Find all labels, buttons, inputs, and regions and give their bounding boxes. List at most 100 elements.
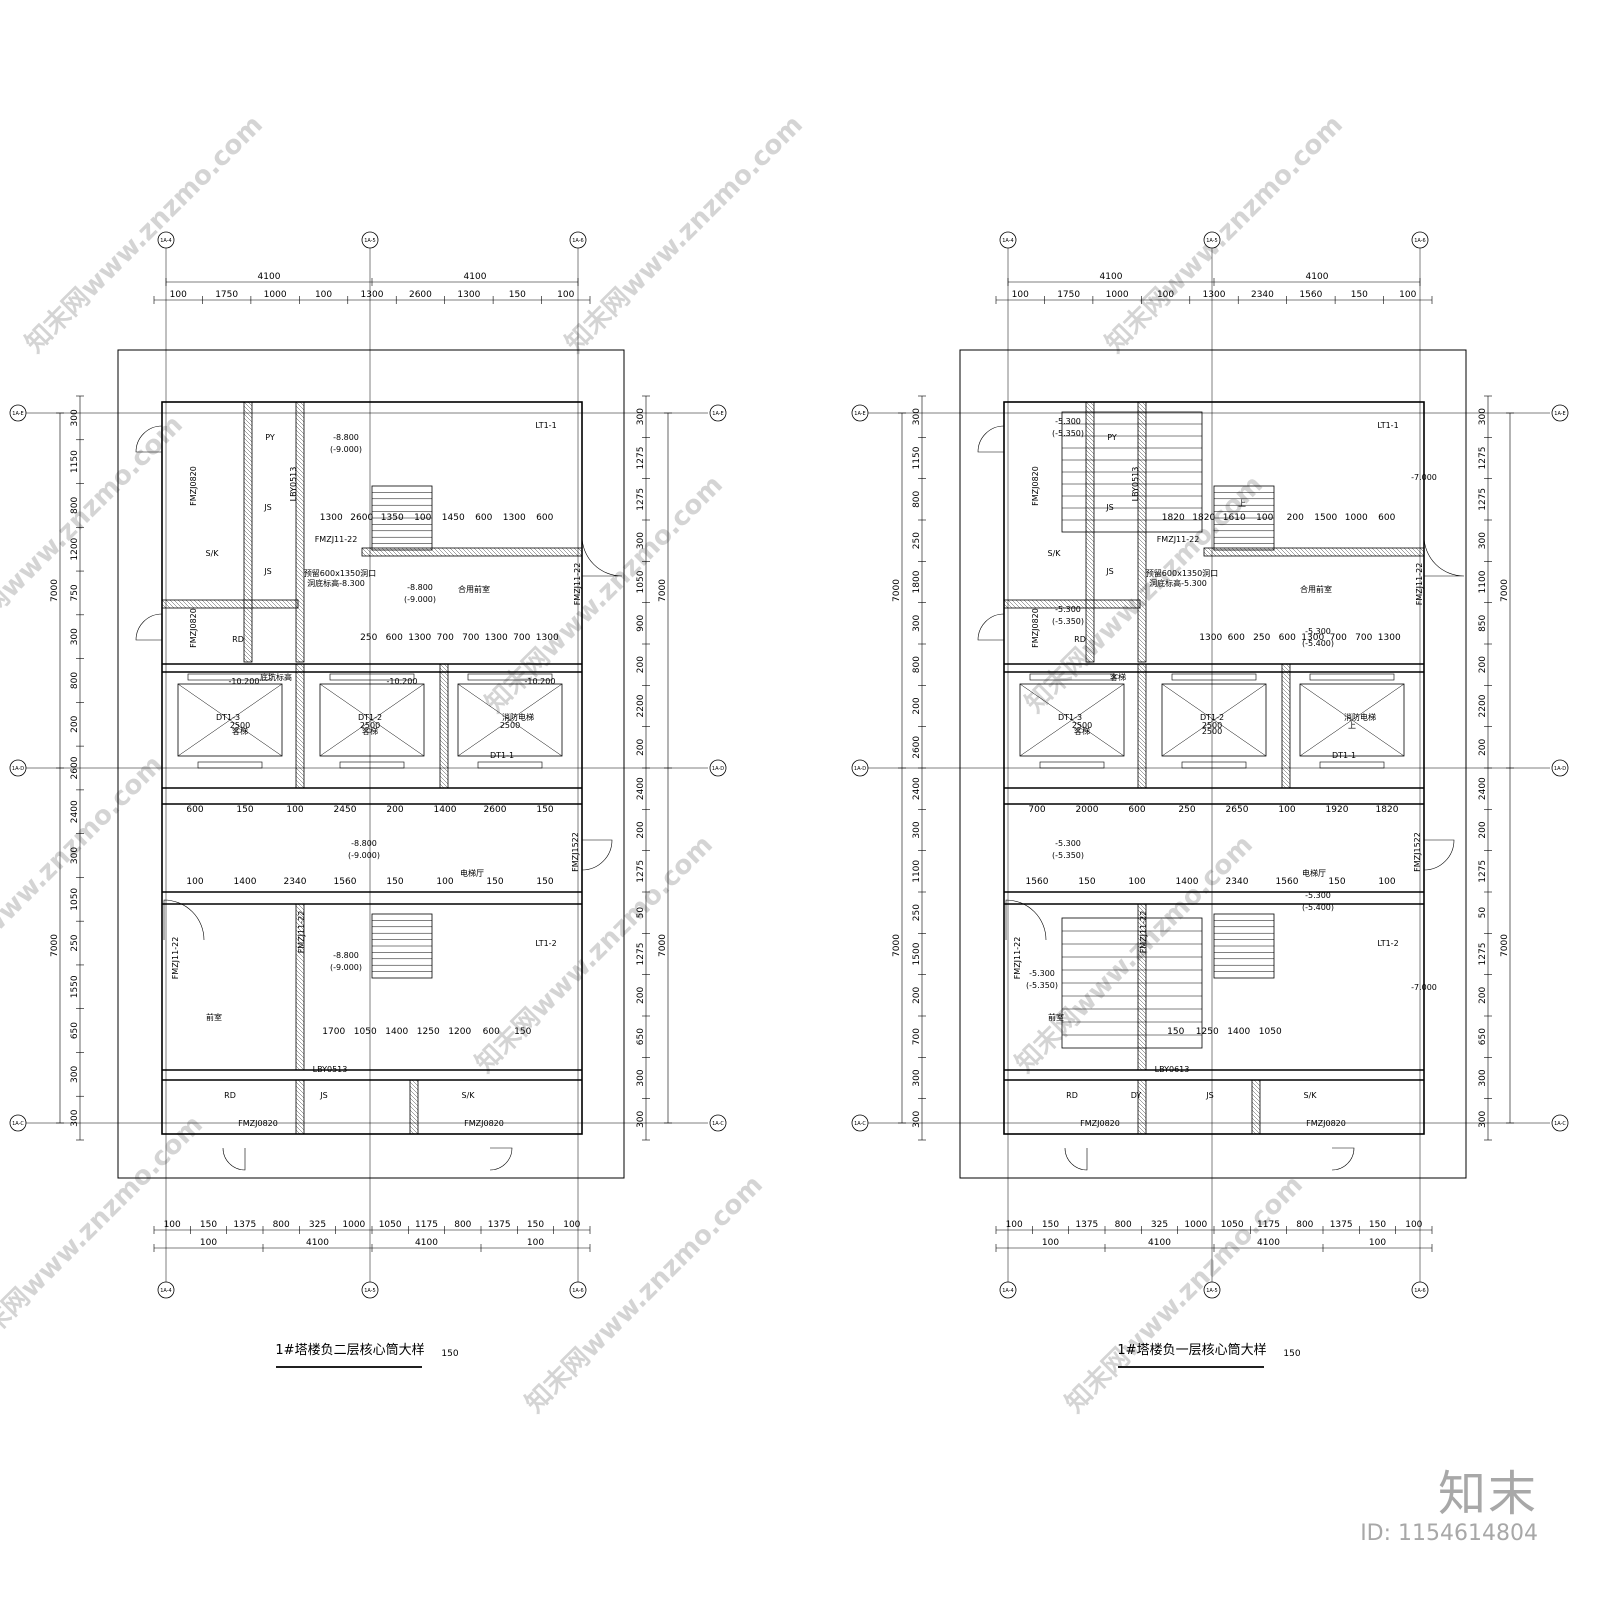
hatch-line: [521, 547, 531, 557]
dimension-text: 1000: [342, 1220, 365, 1230]
hatch-line: [1219, 547, 1229, 557]
hatch-line: [1055, 599, 1065, 609]
hatch-line: [295, 667, 305, 677]
hatch-line: [295, 633, 305, 643]
inner-dimension-text: 2450: [334, 805, 357, 815]
axis-bubble: [361, 1281, 379, 1299]
wall-hatch: [1281, 663, 1291, 789]
hatch-line: [295, 715, 305, 725]
hatch-line: [1137, 425, 1147, 435]
hatch-line: [1089, 401, 1095, 407]
hatch-line: [1137, 917, 1147, 927]
elevator-cross: [1299, 683, 1405, 757]
axis-bubble: [851, 759, 869, 777]
inner-dimension-text: 2600: [484, 805, 507, 815]
wall-hatch: [295, 401, 305, 663]
hatch-line: [295, 957, 305, 967]
hatch-line: [1281, 671, 1291, 681]
dimension-text: 1375: [488, 1220, 511, 1230]
hatch-line: [1137, 783, 1143, 789]
hatch-line: [1031, 599, 1041, 609]
room-label: 合用前室: [1300, 584, 1332, 594]
hatch-line: [295, 945, 305, 955]
hatch-line: [409, 1085, 419, 1095]
hatch-line: [439, 703, 449, 713]
hatch-line: [243, 621, 253, 631]
wall-hatch: [161, 599, 299, 609]
hatch-line: [439, 683, 449, 693]
hatch-line: [1137, 469, 1147, 479]
hatch-line: [295, 493, 305, 503]
room-label: 消防电梯: [1344, 712, 1376, 722]
hatch-line: [243, 581, 253, 591]
dimension-text: 200: [636, 986, 646, 1003]
hatch-line: [1085, 405, 1095, 415]
annotation-tag: 上: [1348, 721, 1356, 730]
dimension-text: 1375: [1075, 1220, 1098, 1230]
dimension-text: 800: [912, 490, 922, 507]
inner-dimension-text: 1400: [385, 1027, 408, 1037]
hatch-line: [489, 547, 499, 557]
dimension-text: 1375: [1330, 1220, 1353, 1230]
axis-label: 1A-4: [160, 1288, 171, 1294]
wall-hatch: [1137, 1079, 1147, 1135]
hatch-line: [1085, 501, 1095, 511]
hatch-line: [497, 547, 507, 557]
elevator-rail: [1029, 673, 1115, 681]
inner-dimension-text: 700: [1028, 805, 1045, 815]
inner-dimension-text: 600: [1378, 513, 1395, 523]
hatch-line: [295, 489, 305, 499]
inner-dimension-text: 600: [536, 513, 553, 523]
hatch-line: [439, 779, 449, 789]
hatch-line: [1143, 1079, 1147, 1083]
inner-dimension-text: 1000: [1345, 513, 1368, 523]
hatch-line: [243, 625, 253, 635]
dimension-text: 150: [509, 290, 526, 300]
hatch-line: [1137, 1105, 1147, 1115]
dimension-text: 2600: [912, 736, 922, 759]
hatch-line: [1137, 565, 1147, 575]
hatch-line: [1137, 775, 1147, 785]
hatch-line: [295, 433, 305, 443]
hatch-line: [295, 637, 305, 647]
hatch-line: [1137, 641, 1147, 651]
hatch-line: [1137, 521, 1147, 531]
hatch-line: [1281, 747, 1291, 757]
inner-dimension-text: 1560: [1026, 877, 1049, 887]
hatch-line: [1137, 667, 1147, 677]
hatch-line: [295, 961, 305, 971]
hatch-line: [1281, 691, 1291, 701]
inner-dimension-text: 100: [286, 805, 303, 815]
axis-label: 1A-4: [160, 238, 171, 244]
hatch-line: [243, 501, 253, 511]
hatch-line: [1137, 1045, 1147, 1055]
hatch-line: [1231, 547, 1241, 557]
dimension-text: 4100: [415, 1238, 438, 1248]
hatch-line: [1137, 481, 1147, 491]
hatch-line: [1083, 599, 1093, 609]
hatch-line: [1137, 629, 1147, 639]
hatch-line: [1375, 547, 1385, 557]
hatch-line: [1137, 441, 1147, 451]
hatch-line: [1383, 547, 1393, 557]
dimension-text: 1175: [1257, 1220, 1280, 1230]
hatch-line: [295, 1089, 305, 1099]
axis-label: 1A-5: [1206, 238, 1217, 244]
hatch-line: [301, 903, 305, 907]
hatch-line: [1137, 1041, 1147, 1051]
dimension-text: 300: [1478, 1110, 1488, 1127]
axis-bubble: [569, 1281, 587, 1299]
watermark-text: 知末网www.znzmo.com: [0, 410, 189, 659]
hatch-line: [409, 1121, 419, 1131]
annotation-tag: 洞底标高-8.300: [307, 578, 365, 588]
hatch-line: [295, 421, 305, 431]
hatch-line: [295, 699, 305, 709]
dimension-text: 1750: [1057, 290, 1080, 300]
dimension-text: 1000: [264, 290, 287, 300]
hatch-line: [439, 759, 449, 769]
hatch-line: [439, 771, 449, 781]
hatch-line: [295, 497, 305, 507]
hatch-line: [1085, 549, 1095, 559]
annotation-tag: FMZJ0820: [238, 1119, 278, 1128]
